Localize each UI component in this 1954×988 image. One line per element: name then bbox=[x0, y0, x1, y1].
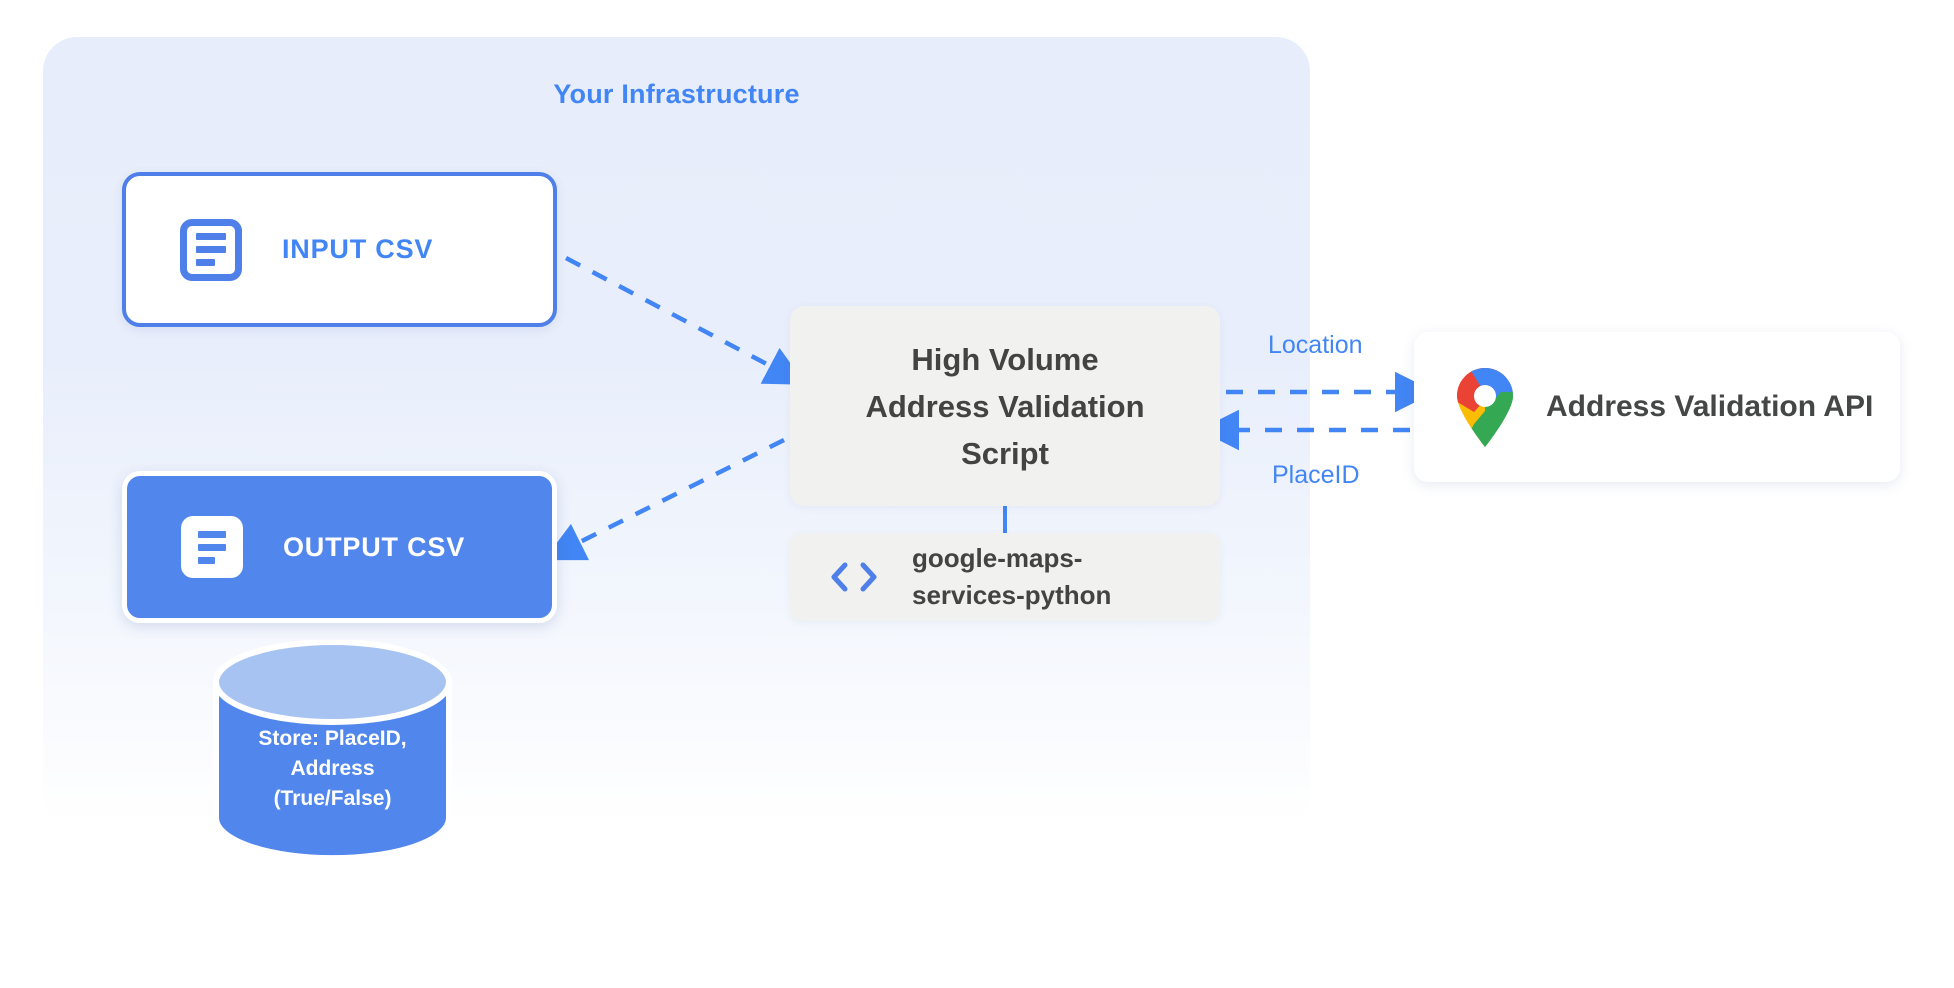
csv-document-icon bbox=[181, 516, 243, 578]
output-csv-label: OUTPUT CSV bbox=[283, 531, 466, 562]
script-line-1: High Volume bbox=[911, 341, 1099, 377]
script-line-2: Address Validation bbox=[865, 388, 1145, 424]
library-line-1: google-maps- bbox=[912, 543, 1083, 573]
edge-label-location: Location bbox=[1268, 331, 1363, 359]
cylinder-shape bbox=[213, 640, 452, 860]
library-label: google-maps- services-python bbox=[912, 540, 1111, 614]
node-input-csv[interactable]: INPUT CSV bbox=[122, 172, 557, 327]
node-client-library[interactable]: google-maps- services-python bbox=[790, 533, 1220, 621]
node-validation-script[interactable]: High Volume Address Validation Script bbox=[790, 306, 1220, 506]
node-address-validation-api[interactable]: Address Validation API bbox=[1414, 332, 1900, 482]
script-line-3: Script bbox=[961, 435, 1049, 471]
database-line-3: (True/False) bbox=[273, 787, 392, 810]
database-line-2: Address bbox=[290, 757, 375, 780]
google-maps-pin-icon bbox=[1457, 368, 1513, 447]
node-database[interactable]: Store: PlaceID, Address (True/False) bbox=[210, 640, 455, 860]
input-csv-label: INPUT CSV bbox=[282, 234, 434, 264]
edge-label-placeid: PlaceID bbox=[1272, 461, 1360, 489]
csv-document-icon bbox=[180, 218, 242, 281]
node-output-csv[interactable]: OUTPUT CSV bbox=[122, 471, 557, 623]
api-label: Address Validation API bbox=[1546, 390, 1874, 423]
database-label: Store: PlaceID, Address (True/False) bbox=[210, 724, 455, 814]
library-line-2: services-python bbox=[912, 580, 1112, 610]
infrastructure-title: Your Infrastructure bbox=[553, 79, 800, 109]
database-line-1: Store: PlaceID, bbox=[258, 727, 407, 750]
code-brackets-icon bbox=[831, 562, 877, 592]
